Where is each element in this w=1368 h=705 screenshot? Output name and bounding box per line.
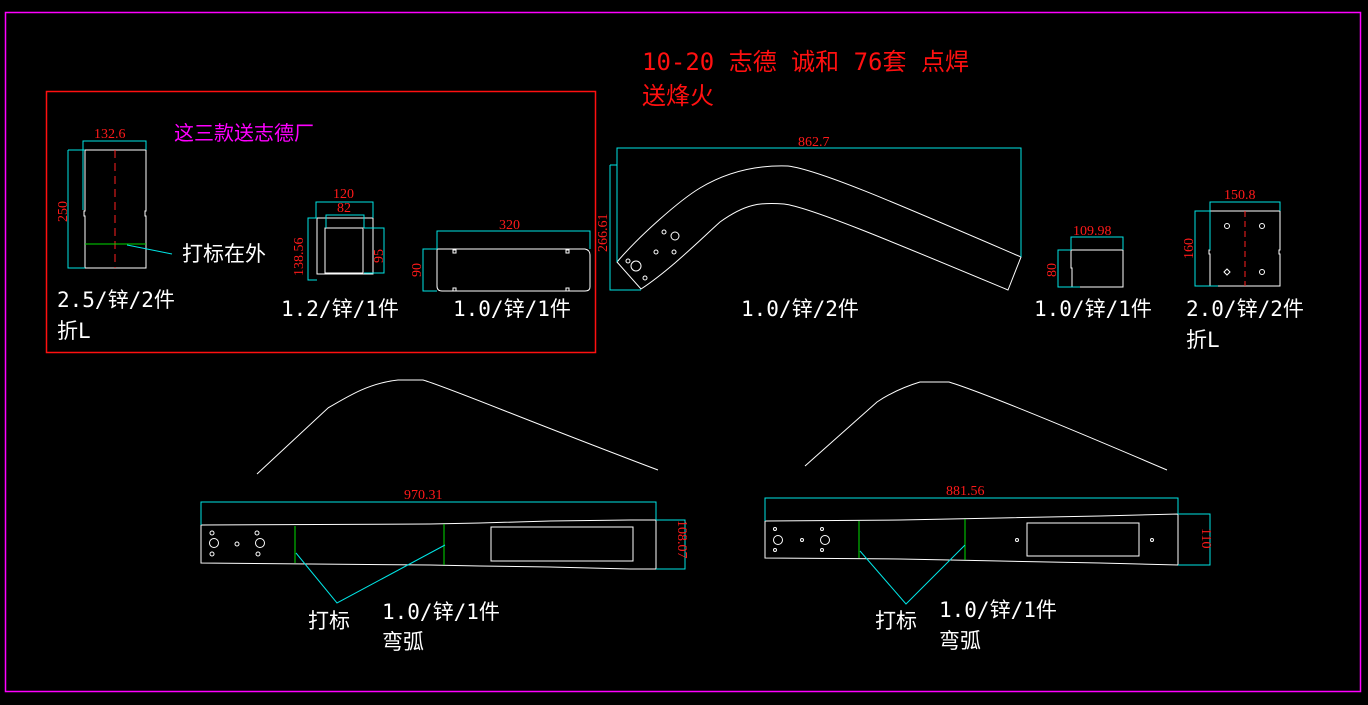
part-8-height-dim: 110 [1198,528,1213,549]
part-3-height-dim: 90 [410,263,425,277]
part-5-width-dim: 109.98 [1073,224,1112,239]
part-8-callout: 打标 [875,609,917,633]
part-2-height-dim: 138.56 [292,237,307,277]
part-7-height-dim: 108.07 [674,520,689,559]
part-5-outline [1070,249,1124,288]
part-1-spec: 2.5/锌/2件 [57,288,175,312]
part-7-callout: 打标 [308,609,350,633]
part-1-outline [83,149,147,269]
part-3-spec: 1.0/锌/1件 [453,297,571,321]
part-8-width-dim: 881.56 [946,484,985,499]
part-6-note: 折L [1186,328,1220,352]
part-5-spec: 1.0/锌/1件 [1034,297,1152,321]
part-5-dims [1057,236,1124,288]
part-6-width-dim: 150.8 [1224,188,1256,203]
part-1-width-dim: 132.6 [94,127,126,142]
part-7-note: 弯弧 [382,630,424,654]
part-1-callout: 打标在外 [182,242,266,266]
part-4-spec: 1.0/锌/2件 [741,297,859,321]
part-6-outline [1208,210,1281,287]
part-8-spec: 1.0/锌/1件 [939,598,1057,622]
part-4-height-dim: 266.61 [596,213,611,253]
header-title-line1: 10-20 志德 诚和 76套 点焊 [642,48,969,76]
part-6-dims [1194,201,1281,287]
part-7-spec: 1.0/锌/1件 [382,600,500,624]
part-7-arc-profile [256,379,659,475]
part-7-marks [294,524,445,565]
part-6-spec: 2.0/锌/2件 [1186,297,1304,321]
part-2-outer-width-dim: 120 [333,187,354,202]
part-1-dims [67,140,173,269]
part-7-width-dim: 970.31 [404,488,443,503]
part-4-outline [616,165,1022,291]
part-8-outline [764,513,1179,566]
part-2-inner-width-dim: 82 [337,201,351,216]
header-title-line2: 送烽火 [642,82,714,110]
part-5-height-dim: 80 [1045,263,1060,277]
part-4-dims [609,147,1022,291]
part-8-note: 弯弧 [939,629,981,653]
part-8-dims [764,497,1211,605]
part-6-height-dim: 160 [1182,238,1197,259]
part-2-dims [307,201,385,281]
part-2-spec: 1.2/锌/1件 [281,297,399,321]
part-4-width-dim: 862.7 [798,135,830,150]
group-box-note: 这三款送志德厂 [174,121,314,145]
part-8-arc-profile [804,381,1168,471]
part-3-dims [422,230,591,292]
part-1-height-dim: 250 [56,201,71,222]
part-7-outline [200,519,657,570]
part-8-marks [858,519,966,560]
part-3-width-dim: 320 [499,218,520,233]
group-box [45,90,597,354]
drawing-frame [4,11,1362,693]
part-1-note: 折L [57,319,91,343]
part-3-outline [436,248,591,292]
part-2-outline [316,217,374,275]
part-7-dims [200,501,686,604]
part-2-inner-height-dim: 95 [372,249,387,263]
